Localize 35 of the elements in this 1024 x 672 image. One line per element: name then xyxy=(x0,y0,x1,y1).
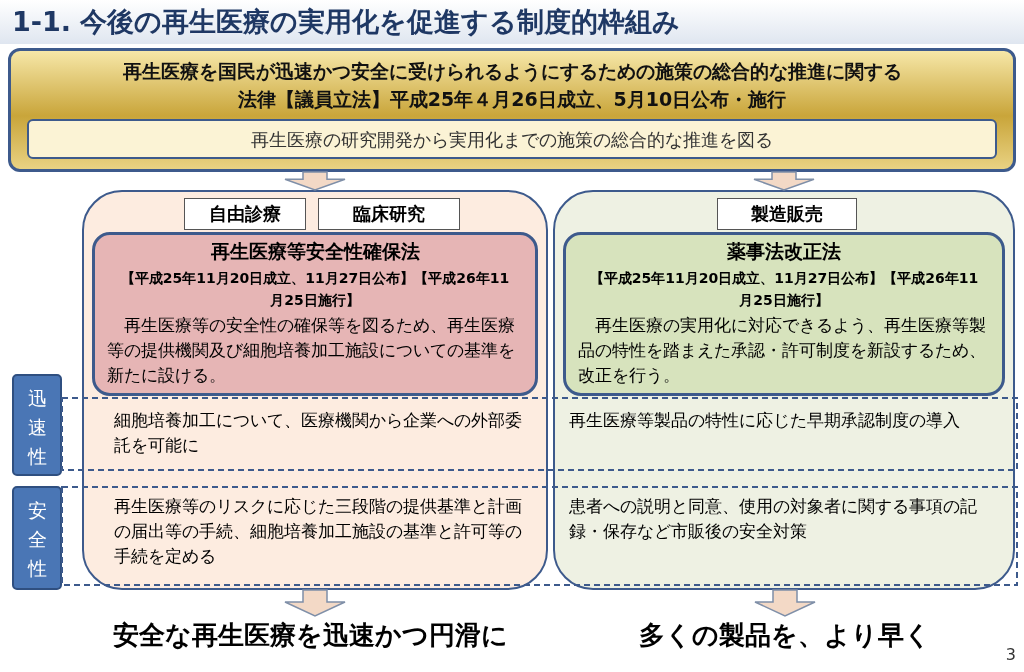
block-arrow xyxy=(284,171,346,191)
block-arrow xyxy=(754,589,816,617)
law-dates: 【平成25年11月20日成立、11月27日公布】【平成26年11月25日施行】 xyxy=(588,269,980,310)
row-label-text: 迅速性 xyxy=(27,386,47,469)
law-name: 再生医療等安全性確保法 xyxy=(209,239,421,264)
category-tag xyxy=(184,198,306,230)
description-text: 患者への説明と同意、使用の対象者に関する事項の記録・保存など市販後の安全対策 xyxy=(569,496,978,543)
conclusion-text: 多くの製品を、より早く xyxy=(638,619,932,652)
tag-label: 臨床研究 xyxy=(352,202,426,226)
block-arrow xyxy=(753,171,815,191)
tag-label: 自由診療 xyxy=(208,202,282,226)
category-tag xyxy=(717,198,857,230)
law-title: 再生医療を国民が迅速かつ安全に受けられるようにするための施策の総合的な推進に関する法律【議員立法】平成25年４月26日成立、5月10日公布・施行 xyxy=(121,59,903,112)
category-panel xyxy=(82,190,548,590)
description-text: 細胞培養加工について、医療機関から企業への外部委託を可能に xyxy=(114,410,523,457)
law-banner xyxy=(8,48,1016,172)
tag-label: 製造販売 xyxy=(750,202,824,226)
block-arrow xyxy=(284,589,346,617)
description-text: 再生医療等製品の特性に応じた早期承認制度の導入 xyxy=(569,410,961,432)
row-label xyxy=(12,486,62,590)
category-panel xyxy=(553,190,1015,590)
row-label xyxy=(12,374,62,476)
row-label-text: 安全性 xyxy=(27,498,47,581)
summary-text: 再生医療の研究開発から実用化までの施策の総合的な推進を図る xyxy=(250,128,774,152)
law-dates: 【平成25年11月20日成立、11月27日公布】【平成26年11月25日施行】 xyxy=(119,269,511,310)
law-box xyxy=(92,232,538,396)
law-name: 薬事法改正法 xyxy=(726,239,842,264)
law-box xyxy=(563,232,1005,396)
category-tag xyxy=(318,198,460,230)
conclusion-text: 安全な再生医療を迅速かつ円滑に xyxy=(111,619,509,652)
page-number: 3 xyxy=(1005,645,1016,664)
law-description: 再生医療等の安全性の確保等を図るため、再生医療等の提供機関及び細胞培養加工施設についての基準を新たに設ける。 xyxy=(107,315,516,387)
summary-box xyxy=(27,119,997,159)
law-description: 再生医療の実用化に対応できるよう、再生医療等製品の特性を踏まえた承認・許可制度を新設するため、改正を行う。 xyxy=(578,315,987,387)
description-text: 再生医療等のリスクに応じた三段階の提供基準と計画の届出等の手続、細胞培養加工施設の基準と許可等の手続を定める xyxy=(114,496,523,568)
